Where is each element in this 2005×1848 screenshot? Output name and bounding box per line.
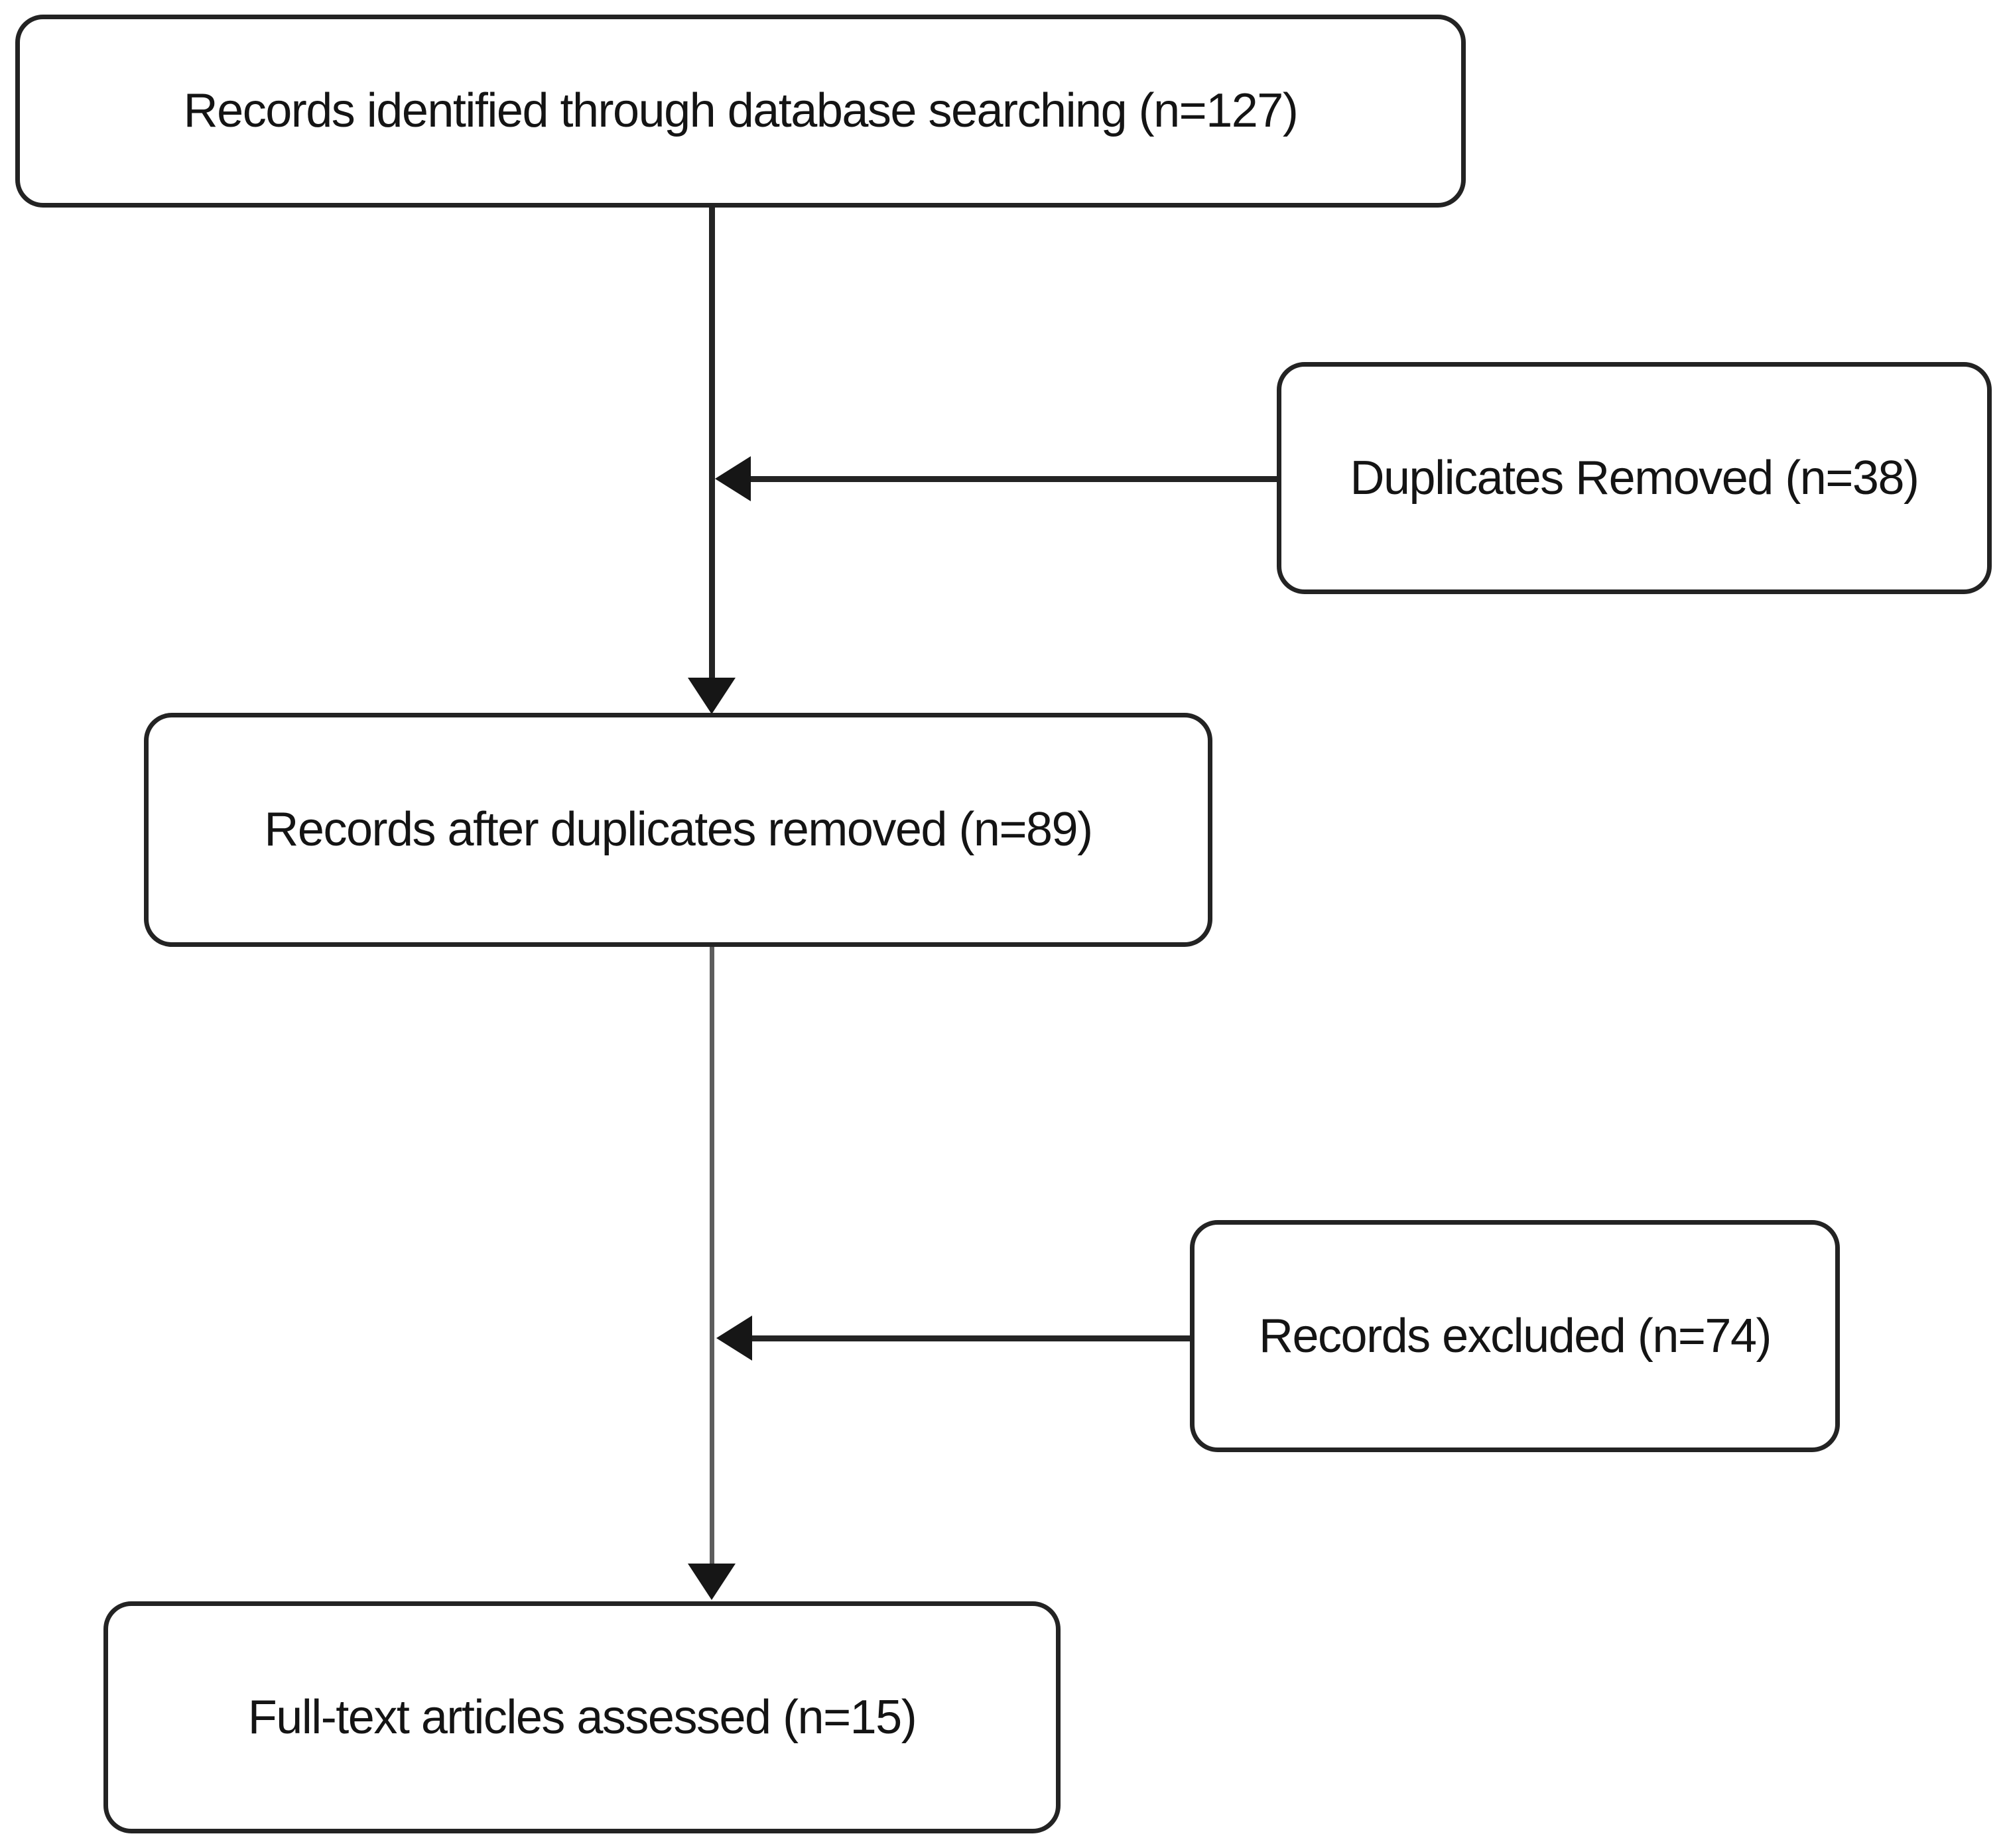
box-records-excluded-label: Records excluded (n=74) [1259,1309,1772,1363]
arrow-line-duplicates-removed-to-flow [749,476,1277,482]
box-fulltext-assessed-label: Full-text articles assessed (n=15) [247,1690,917,1744]
box-fulltext-assessed: Full-text articles assessed (n=15) [103,1601,1061,1833]
arrowhead-left-duplicates-removed-icon [715,456,751,501]
arrow-line-after-duplicates-to-fulltext [710,947,714,1566]
box-records-identified-label: Records identified through database sear… [183,84,1299,138]
box-duplicates-removed: Duplicates Removed (n=38) [1277,362,1992,594]
box-records-identified: Records identified through database sear… [15,15,1466,208]
box-records-excluded: Records excluded (n=74) [1190,1220,1840,1452]
box-records-after-duplicates: Records after duplicates removed (n=89) [144,713,1212,947]
arrowhead-down-into-fulltext-icon [688,1564,736,1600]
arrow-line-identified-to-after-duplicates [709,208,715,681]
box-records-after-duplicates-label: Records after duplicates removed (n=89) [264,803,1093,857]
arrowhead-down-into-after-duplicates-icon [688,678,736,714]
arrowhead-left-records-excluded-icon [716,1316,752,1361]
arrow-line-records-excluded-to-flow [751,1335,1190,1341]
box-duplicates-removed-label: Duplicates Removed (n=38) [1350,451,1919,505]
